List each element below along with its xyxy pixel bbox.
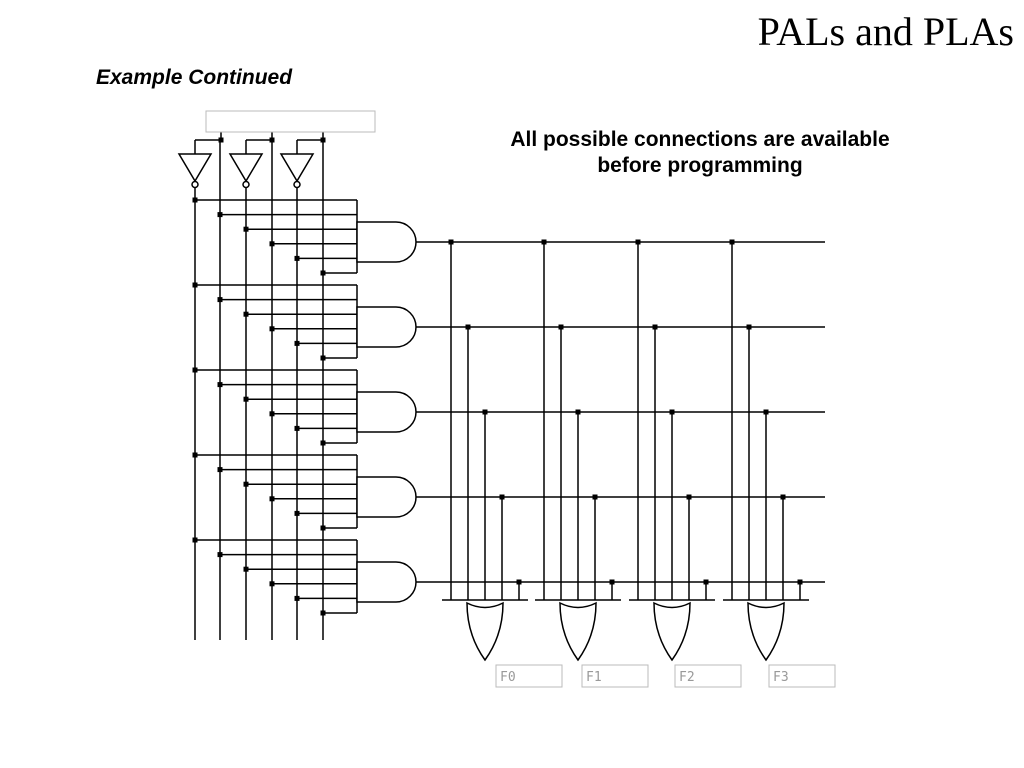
and3-connection-1 — [217, 467, 223, 473]
or0-connection-1 — [465, 324, 471, 330]
or-gate-3 — [747, 601, 785, 662]
or1-connection-1 — [558, 324, 564, 330]
and0-connection-1 — [217, 212, 223, 218]
output-label-f3: F3 — [773, 670, 789, 685]
and4-connection-5 — [320, 610, 326, 616]
or3-connection-3 — [780, 494, 786, 500]
output-box-f2[interactable] — [674, 664, 742, 688]
output-box-f0[interactable] — [495, 664, 563, 688]
or2-connection-4 — [703, 579, 709, 585]
or1-connection-0 — [541, 239, 547, 245]
and1-connection-5 — [320, 355, 326, 361]
output-label-f2: F2 — [679, 670, 695, 685]
connection-dot-layer — [192, 137, 803, 616]
slide-subtitle: Example Continued — [96, 66, 293, 89]
output-label-f0: F0 — [500, 670, 516, 685]
output-label-boxes: F0 F1 F2 F3 — [495, 664, 836, 688]
inverter-bubble-2 — [293, 180, 301, 189]
and1-connection-1 — [217, 297, 223, 303]
and2-connection-0 — [192, 367, 198, 373]
note-line-2: before programming — [597, 154, 803, 177]
or3-connection-1 — [746, 324, 752, 330]
output-box-f3[interactable] — [768, 664, 836, 688]
and-gate-4 — [356, 561, 417, 603]
or3-connection-0 — [729, 239, 735, 245]
or3-connection-2 — [763, 409, 769, 415]
input-branch-dot-2 — [320, 137, 326, 143]
wire-layer — [194, 132, 825, 640]
input-branch-dot-1 — [269, 137, 275, 143]
and4-connection-0 — [192, 537, 198, 543]
or3-connection-4 — [797, 579, 803, 585]
and-gate-2 — [356, 391, 417, 433]
inverter-bubble-1 — [242, 180, 250, 189]
output-box-f1[interactable] — [581, 664, 649, 688]
and2-connection-4 — [294, 425, 300, 431]
and4-connection-4 — [294, 595, 300, 601]
and3-connection-5 — [320, 525, 326, 531]
and1-connection-4 — [294, 340, 300, 346]
or2-connection-2 — [669, 409, 675, 415]
and0-connection-3 — [269, 241, 275, 247]
slide-title: PALs and PLAs — [757, 9, 1014, 54]
or-gate-2 — [653, 601, 691, 662]
and-gate-3 — [356, 476, 417, 518]
or-gate-0 — [466, 601, 504, 662]
inverter-2 — [279, 153, 315, 183]
or1-connection-4 — [609, 579, 615, 585]
and0-connection-5 — [320, 270, 326, 276]
and4-connection-2 — [243, 566, 249, 572]
inverter-0 — [177, 153, 213, 183]
and3-connection-4 — [294, 510, 300, 516]
and0-connection-2 — [243, 226, 249, 232]
and4-connection-1 — [217, 552, 223, 558]
and4-connection-3 — [269, 581, 275, 587]
and1-connection-2 — [243, 311, 249, 317]
and2-connection-3 — [269, 411, 275, 417]
and-gate-0 — [356, 221, 417, 263]
inverter-1 — [228, 153, 264, 183]
note-line-1: All possible connections are available — [510, 128, 890, 151]
or0-connection-3 — [499, 494, 505, 500]
and3-connection-0 — [192, 452, 198, 458]
and3-connection-3 — [269, 496, 275, 502]
or0-connection-2 — [482, 409, 488, 415]
or-gate-1 — [559, 601, 597, 662]
and1-connection-3 — [269, 326, 275, 332]
or0-connection-4 — [516, 579, 522, 585]
or1-connection-2 — [575, 409, 581, 415]
or1-connection-3 — [592, 494, 598, 500]
or2-connection-3 — [686, 494, 692, 500]
or2-connection-1 — [652, 324, 658, 330]
and0-connection-4 — [294, 255, 300, 261]
or2-connection-0 — [635, 239, 641, 245]
input-label-box[interactable] — [205, 110, 376, 133]
programming-note: All possible connections are available b… — [455, 127, 945, 179]
and2-connection-2 — [243, 396, 249, 402]
gate-layer — [177, 153, 785, 662]
and2-connection-5 — [320, 440, 326, 446]
and3-connection-2 — [243, 481, 249, 487]
inverter-bubble-0 — [191, 180, 199, 189]
output-label-f1: F1 — [586, 670, 602, 685]
or0-connection-0 — [448, 239, 454, 245]
input-branch-dot-0 — [218, 137, 224, 143]
and1-connection-0 — [192, 282, 198, 288]
and2-connection-1 — [217, 382, 223, 388]
and0-connection-0 — [192, 197, 198, 203]
and-gate-1 — [356, 306, 417, 348]
